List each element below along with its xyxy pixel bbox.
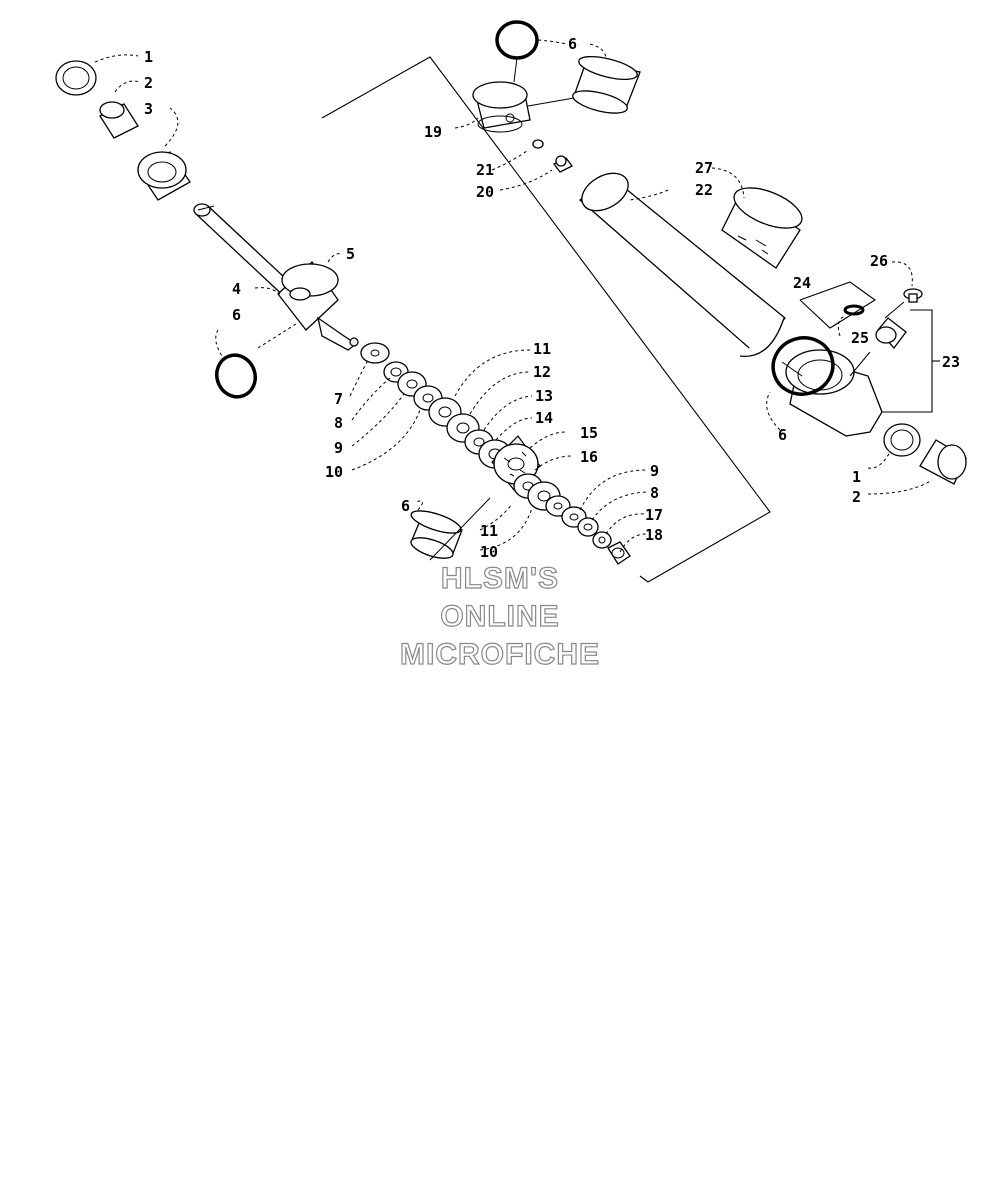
washer-part-7 xyxy=(360,342,390,364)
cap-part-26 xyxy=(903,288,923,303)
callout-9: 9 xyxy=(334,439,343,457)
callout-9-lower: 9 xyxy=(650,462,659,480)
body-part-22 xyxy=(578,172,786,357)
nut-part-18 xyxy=(607,541,631,565)
callout-5: 5 xyxy=(346,245,355,263)
sleeve-part-2-top xyxy=(99,101,139,139)
callout-24: 24 xyxy=(793,274,811,292)
piston-part-27 xyxy=(721,187,803,269)
callout-8-lower: 8 xyxy=(650,484,659,502)
watermark-line-3: MICROFICHE xyxy=(400,638,600,671)
subassembly-frame xyxy=(321,56,771,583)
callout-26: 26 xyxy=(870,252,888,270)
leader-lines xyxy=(94,39,933,561)
watermark-line-2: ONLINE xyxy=(440,600,559,633)
reservoir-housing xyxy=(785,349,883,437)
eyelet-part-3 xyxy=(137,151,191,201)
cap-part-5 xyxy=(277,261,359,351)
callout-11-lower: 11 xyxy=(480,522,498,540)
callout-11: 11 xyxy=(533,340,551,358)
oring-part-24 xyxy=(843,304,865,316)
band-part-6-top xyxy=(572,55,641,114)
callout-14: 14 xyxy=(535,409,553,427)
callout-17: 17 xyxy=(645,506,663,524)
bushing-part-1-bottom xyxy=(883,423,921,457)
callout-1-bottom: 1 xyxy=(852,468,861,486)
watermark-line-1: HLSM'S xyxy=(441,562,559,595)
sleeve-part-2-bottom xyxy=(919,439,967,485)
shaft-part-4 xyxy=(193,203,302,301)
washer-part-8-lower xyxy=(577,517,599,537)
callout-1-top: 1 xyxy=(144,48,153,66)
bushing-part-1-top xyxy=(55,60,97,96)
piston-part-19 xyxy=(472,81,531,133)
callout-4: 4 xyxy=(232,280,241,298)
valve-body-part-25 xyxy=(875,317,907,350)
callout-18: 18 xyxy=(645,526,663,544)
callout-8: 8 xyxy=(334,414,343,432)
callout-25: 25 xyxy=(851,329,869,347)
callout-7: 7 xyxy=(334,390,343,408)
callout-6-top: 6 xyxy=(568,35,577,53)
callout-6-left: 6 xyxy=(232,306,241,324)
oring-part-6-top xyxy=(495,20,539,60)
valve-part-20 xyxy=(553,155,573,173)
callout-10-lower: 10 xyxy=(480,543,498,561)
callout-16: 16 xyxy=(580,448,598,466)
valve-frame xyxy=(799,281,876,329)
callout-20: 20 xyxy=(476,183,494,201)
oring-part-6-left xyxy=(215,353,257,399)
callout-23: 23 xyxy=(942,353,960,371)
callout-2-top: 2 xyxy=(144,74,153,92)
subassembly-frame-tail xyxy=(639,575,649,583)
callout-27: 27 xyxy=(695,159,713,177)
callout-6-right: 6 xyxy=(778,426,787,444)
callout-15: 15 xyxy=(580,424,598,442)
watermark: HLSM'S ONLINE MICROFICHE xyxy=(399,561,600,671)
callout-22: 22 xyxy=(695,181,713,199)
ring-part-21 xyxy=(532,139,544,149)
callout-12: 12 xyxy=(533,363,551,381)
callout-10: 10 xyxy=(325,463,343,481)
oring-part-6-right xyxy=(771,336,835,396)
washer-part-17 xyxy=(592,531,612,549)
callout-13: 13 xyxy=(535,387,553,405)
band-part-6-lower xyxy=(410,510,463,559)
callouts: 1 2 3 4 5 6 7 8 9 10 11 12 13 14 15 16 9… xyxy=(144,35,960,561)
callout-19: 19 xyxy=(424,123,442,141)
callout-6-lower: 6 xyxy=(401,497,410,515)
callout-3: 3 xyxy=(144,100,153,118)
callout-21: 21 xyxy=(476,161,494,179)
callout-2-bottom: 2 xyxy=(852,488,861,506)
